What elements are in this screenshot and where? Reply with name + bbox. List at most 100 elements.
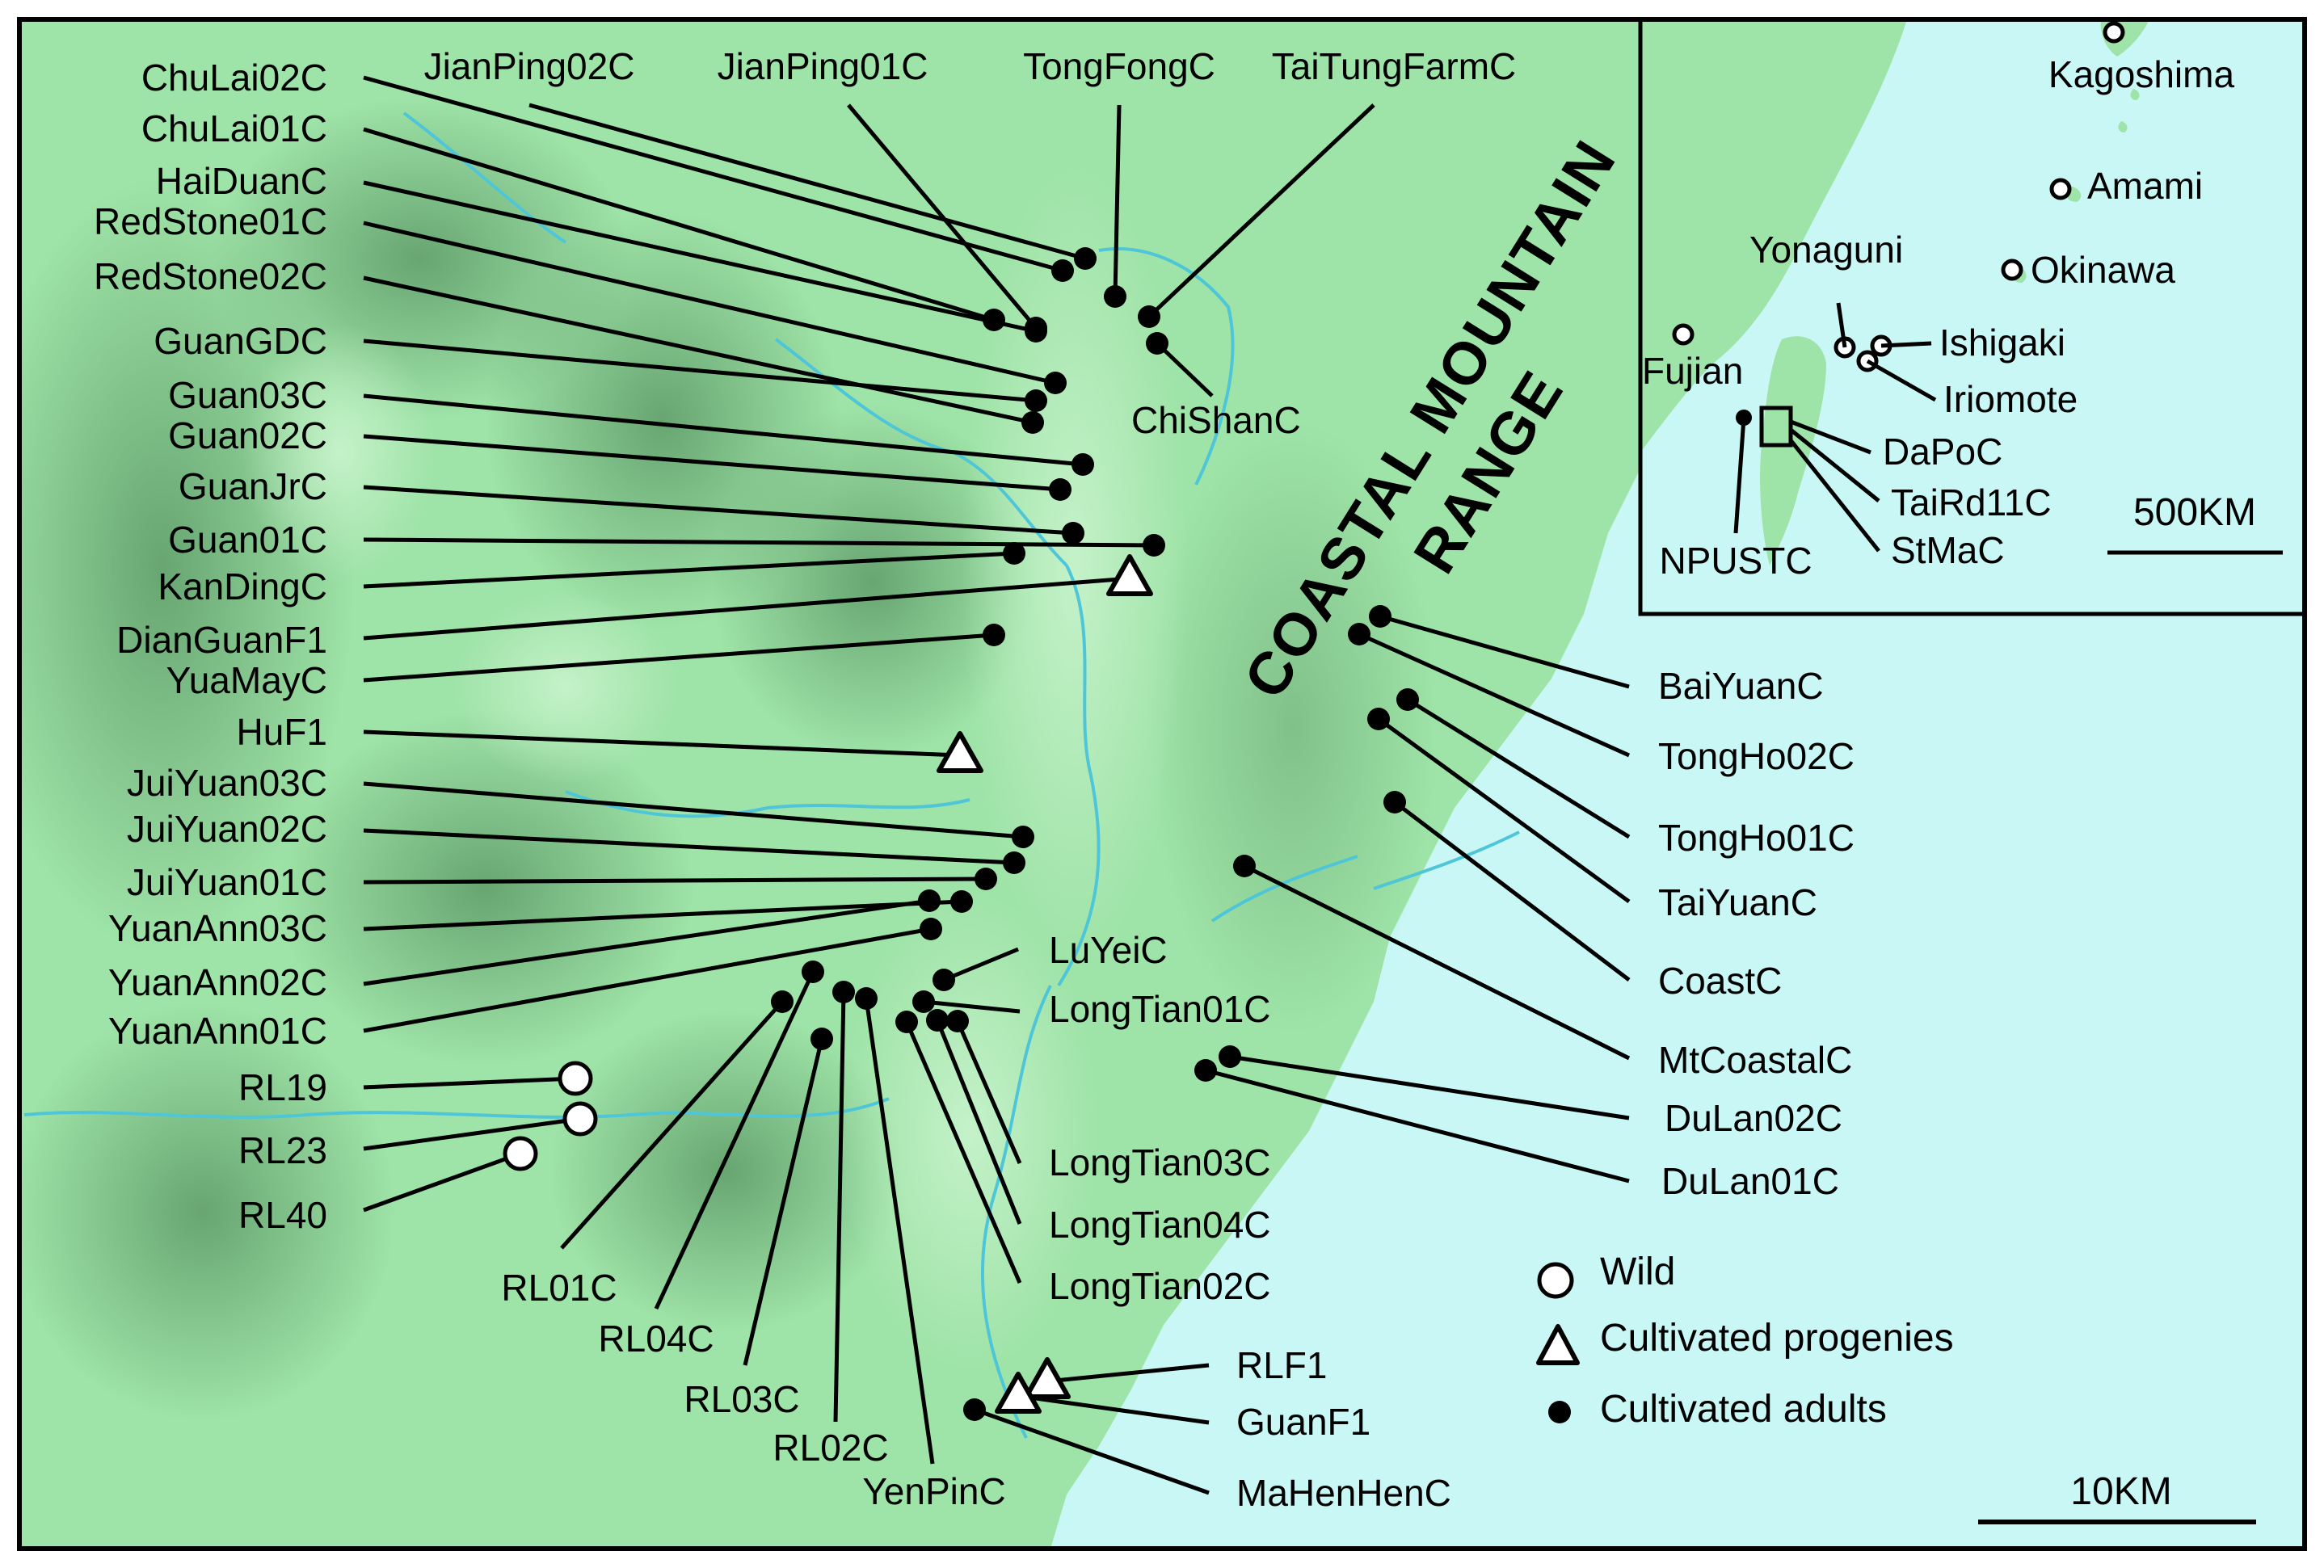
leader-line-taitungfarmc — [1147, 103, 1375, 318]
leader-line-redstone01c — [363, 221, 1056, 385]
leader-line-rl23 — [363, 1116, 581, 1151]
leader-line-juiyuan02c — [363, 828, 1015, 865]
site-marker-rlf1 — [1024, 1357, 1071, 1399]
leader-line-rl19 — [363, 1076, 576, 1090]
site-label-juiyuan02c: JuiYuan02C — [127, 808, 327, 850]
site-label-guan01c: Guan01C — [168, 519, 327, 561]
site-marker-dulan01c — [1194, 1059, 1217, 1082]
site-marker-rl19 — [558, 1061, 593, 1096]
inset-leader-npustc — [1733, 417, 1746, 534]
site-marker-tongho01c — [1396, 688, 1419, 711]
site-label-guanf1: GuanF1 — [1236, 1401, 1370, 1443]
leader-line-kandingc — [363, 551, 1015, 589]
site-marker-rl02c — [832, 981, 855, 1003]
inset-scale-label: 500KM — [2133, 491, 2256, 534]
inset-label-amami: Amami — [2087, 165, 2203, 207]
leader-line-rl04c — [654, 970, 815, 1310]
leader-line-guanjrc — [363, 485, 1074, 536]
site-marker-rl40 — [503, 1136, 538, 1171]
site-marker-juiyuan03c — [1012, 826, 1034, 848]
site-label-juiyuan03c: JuiYuan03C — [127, 762, 327, 804]
site-label-haiduanc: HaiDuanC — [156, 160, 327, 202]
site-label-dulan02c: DuLan02C — [1665, 1097, 1842, 1139]
site-marker-chulai01c — [983, 309, 1005, 331]
site-marker-huf1 — [937, 731, 983, 773]
inset-label-taird11c: TaiRd11C — [1891, 481, 2052, 523]
site-marker-longtian01c — [912, 990, 935, 1013]
site-marker-rl04c — [802, 961, 824, 983]
leader-line-tongho02c — [1358, 632, 1631, 758]
site-label-longtian03c: LongTian03C — [1049, 1141, 1271, 1183]
site-marker-longtian04c — [926, 1009, 949, 1032]
site-label-coastc: CoastC — [1658, 960, 1782, 1002]
site-marker-rl03c — [810, 1028, 833, 1050]
site-label-yuanann01c: YuanAnn01C — [108, 1010, 327, 1052]
legend-wild-label: Wild — [1600, 1251, 1675, 1293]
site-label-chulai01c: ChuLai01C — [141, 107, 327, 149]
site-marker-chulai02c — [1051, 259, 1074, 282]
site-label-luyeic: LuYeiC — [1049, 929, 1168, 971]
leader-line-yuanann01c — [363, 927, 932, 1033]
leader-line-chishanc — [1156, 342, 1214, 397]
inset-map: KagoshimaAmamiOkinawaYonaguniIshigakiIri… — [1638, 17, 2307, 616]
site-marker-rl23 — [562, 1101, 598, 1137]
inset-labels: KagoshimaAmamiOkinawaYonaguniIshigakiIri… — [1642, 53, 2234, 582]
site-marker-guan02c — [1049, 478, 1071, 501]
legend-wild-symbol — [1537, 1262, 1574, 1299]
site-marker-chishanc — [1146, 332, 1168, 355]
leader-line-guan03c — [363, 393, 1084, 467]
leader-line-yuanann03c — [363, 899, 962, 931]
leader-line-taiyuanc — [1377, 717, 1631, 904]
site-label-rlf1: RLF1 — [1236, 1344, 1327, 1386]
inset-leader-iriomote — [1866, 359, 1937, 402]
site-marker-guan03c — [1071, 453, 1094, 476]
site-label-rl40: RL40 — [238, 1194, 327, 1236]
leader-line-rl03c — [743, 1038, 824, 1366]
site-marker-yenpinc — [855, 987, 878, 1010]
site-label-yenpinc: YenPinC — [862, 1470, 1005, 1512]
site-label-juiyuan01c: JuiYuan01C — [127, 861, 327, 903]
leader-line-coastc — [1393, 801, 1631, 982]
site-label-rl03c: RL03C — [684, 1378, 799, 1420]
site-label-taitungfarmc: TaiTungFarmC — [1272, 45, 1516, 87]
leader-line-mahenhenc — [974, 1407, 1210, 1495]
site-leader-lines — [363, 75, 1631, 1495]
site-label-yuanann02c: YuanAnn02C — [108, 961, 327, 1003]
site-marker-coastc — [1383, 791, 1406, 813]
leader-line-rl40 — [363, 1151, 521, 1213]
leader-line-rlf1 — [1046, 1363, 1210, 1384]
leader-line-yuanann02c — [363, 898, 930, 986]
leader-line-chulai01c — [363, 127, 995, 322]
leader-line-guanf1 — [1017, 1394, 1210, 1425]
inset-label-npustc: NPUSTC — [1659, 540, 1812, 582]
site-marker-guanf1 — [995, 1372, 1042, 1414]
leader-line-huf1 — [363, 729, 961, 758]
site-label-mahenhenc: MaHenHenC — [1236, 1472, 1451, 1514]
site-marker-redstone02c — [1021, 411, 1044, 434]
site-marker-baiyuanc — [1369, 605, 1391, 628]
leader-line-juiyuan01c — [363, 876, 987, 885]
inset-label-fujian: Fujian — [1642, 350, 1743, 392]
inset-marker-amami — [2049, 178, 2072, 200]
site-marker-guangdc — [1025, 389, 1047, 412]
site-label-mtcoastalc: MtCoastalC — [1658, 1039, 1852, 1081]
site-label-guangdc: GuanGDC — [154, 320, 327, 362]
site-marker-juiyuan02c — [1003, 851, 1025, 874]
site-label-chishanc: ChiShanC — [1131, 399, 1301, 441]
inset-label-ishigaki: Ishigaki — [1939, 322, 2065, 364]
legend-progeny-symbol — [1536, 1324, 1580, 1365]
legend: Wild Cultivated progenies Cultivated adu… — [1536, 1251, 1954, 1431]
leader-line-mtcoastalc — [1243, 864, 1631, 1061]
leader-line-guan01c — [363, 537, 1155, 548]
inset-leader-lines — [1733, 302, 1937, 553]
site-label-guan03c: Guan03C — [168, 374, 327, 416]
study-area-box — [1759, 406, 1793, 448]
leader-line-chulai02c — [363, 75, 1063, 273]
legend-progeny-label: Cultivated progenies — [1600, 1317, 1954, 1360]
site-label-kandingc: KanDingC — [158, 565, 327, 607]
inset-taiwan — [1760, 336, 1826, 565]
site-label-baiyuanc: BaiYuanC — [1658, 665, 1824, 707]
leader-line-redstone02c — [363, 275, 1034, 425]
site-marker-tongfongc — [1104, 285, 1126, 308]
site-marker-guan01c — [1143, 534, 1165, 557]
